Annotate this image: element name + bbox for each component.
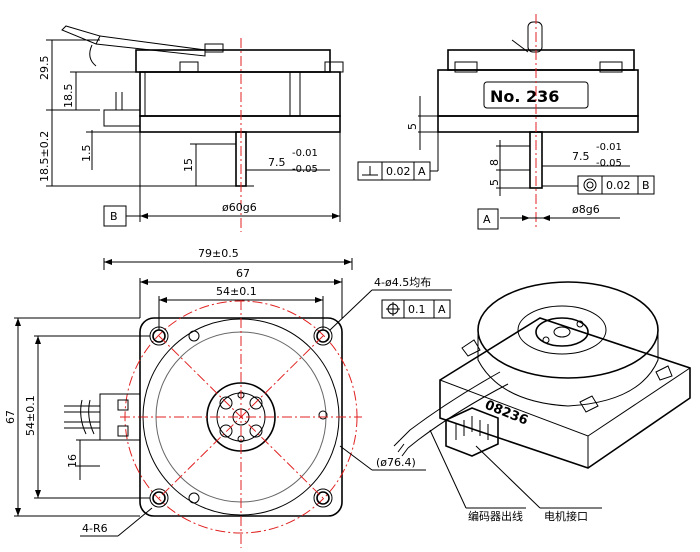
iso-hub <box>535 317 589 347</box>
iso-cable <box>399 371 501 441</box>
mount-hole-tl <box>152 329 166 343</box>
side-connector <box>103 109 141 127</box>
concentricity-value: 0.02 <box>606 179 631 192</box>
dim-8: 8 <box>488 159 501 166</box>
iso-serial: 08236 <box>483 398 531 429</box>
iso-base <box>439 317 691 469</box>
dim-1-5: 1.5 <box>80 145 93 163</box>
side-motor-body <box>139 71 341 117</box>
front-flange <box>437 115 639 133</box>
front-cover <box>447 49 635 71</box>
dim-dia-60: ø60g6 <box>222 201 257 214</box>
concentricity-datum: B <box>642 179 650 192</box>
label-motor: 电机接口 <box>544 509 588 523</box>
position-datum: A <box>438 303 446 316</box>
flatness-value: 0.02 <box>386 165 411 178</box>
dim-5-top: 5 <box>406 123 419 130</box>
position-value: 0.1 <box>408 303 426 316</box>
iso-connector <box>445 407 499 457</box>
datum-a-box <box>477 208 499 230</box>
side-cable <box>61 25 101 45</box>
dim-5: 5 <box>488 179 501 186</box>
top-cable <box>64 405 100 429</box>
mount-hole-tr <box>316 329 330 343</box>
dim-dia-8: ø8g6 <box>572 203 600 216</box>
radius-note: 4-R6 <box>82 522 108 535</box>
front-dim-7-5: 7.5 <box>572 150 590 163</box>
top-connector <box>99 393 141 441</box>
dim-67-left: 67 <box>4 410 17 424</box>
iso-body-top <box>477 281 659 379</box>
dim-54-top: 54±0.1 <box>216 285 257 298</box>
dim-7-5: 7.5 <box>268 156 286 169</box>
front-tol-upper: -0.01 <box>596 142 622 153</box>
datum-b-box <box>103 205 127 227</box>
dim-15: 15 <box>182 158 195 172</box>
dim-16: 16 <box>66 454 79 468</box>
side-flange <box>139 115 341 133</box>
dim-67-top: 67 <box>236 267 250 280</box>
datum-b: B <box>110 210 118 223</box>
tol-lower: -0.05 <box>292 164 318 175</box>
dim-79: 79±0.5 <box>198 247 239 260</box>
front-connector <box>527 21 543 53</box>
mount-hole-bl <box>152 491 166 505</box>
pcd-note: (ø76.4) <box>376 456 416 469</box>
holes-note: 4-ø4.5均布 <box>374 276 431 289</box>
flatness-datum: A <box>418 165 426 178</box>
side-cover <box>135 49 331 73</box>
top-view: 79±0.5 67 54±0.1 <box>4 247 452 548</box>
serial-plate-text: No. 236 <box>490 87 559 106</box>
tol-upper: -0.01 <box>292 148 318 159</box>
dim-29-5: 29.5 <box>38 56 51 81</box>
front-tol-lower: -0.05 <box>596 158 622 169</box>
dim-18-5: 18.5 <box>62 84 75 109</box>
dim-54-left: 54±0.1 <box>24 395 37 436</box>
front-side-view: No. 236 5 0.02 A 8 5 7.5 -0.01 -0.05 <box>357 14 655 230</box>
label-encoder: 编码器出线 <box>468 509 523 523</box>
dim-18-5-tol: 18.5±0.2 <box>38 131 51 182</box>
mount-hole-br <box>316 491 330 505</box>
iso-view: 08236 编码器出线 电机接口 <box>393 281 691 523</box>
side-view: 29.5 18.5 18.5±0.2 1.5 15 7.5 -0.01 -0.0… <box>38 25 344 232</box>
datum-a: A <box>483 213 491 226</box>
